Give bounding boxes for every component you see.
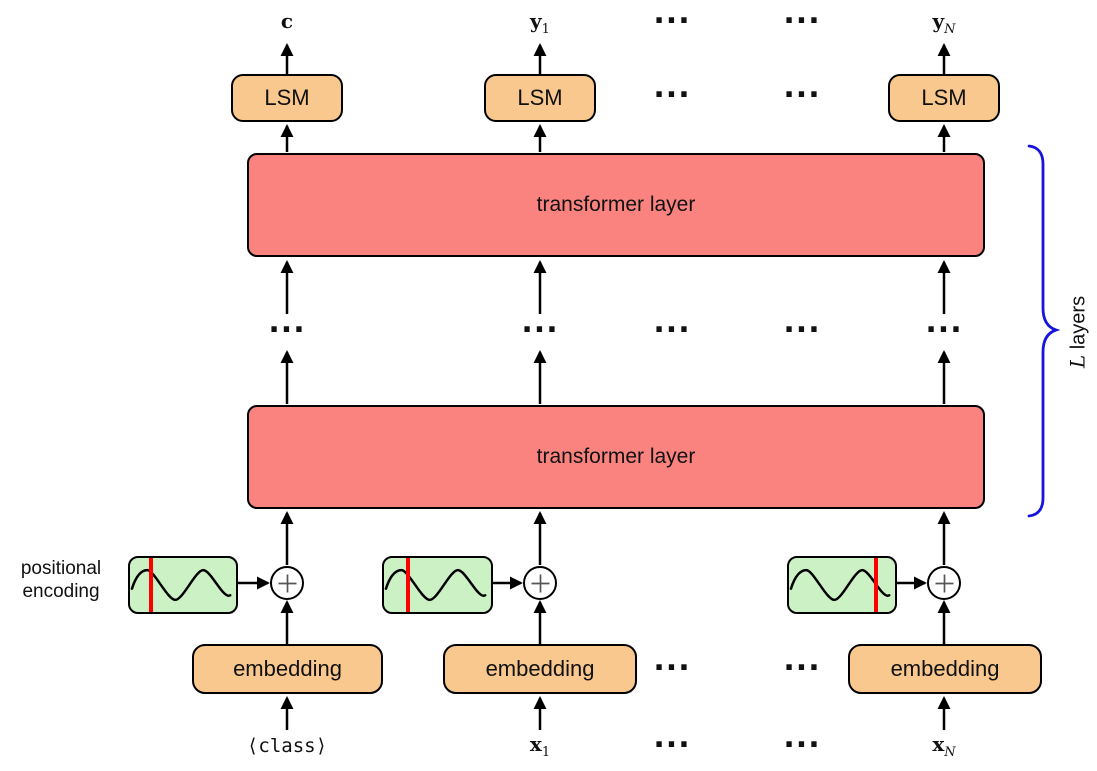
add-node-N	[927, 566, 961, 600]
lsm-box-1: LSM	[231, 74, 343, 122]
curly-brace-icon	[1027, 144, 1061, 518]
lsm-label: LSM	[264, 85, 310, 110]
ellipsis: ···	[268, 312, 306, 348]
embedding-label: embedding	[890, 656, 1000, 681]
input-label-xN: xN	[932, 732, 956, 760]
add-node-2	[523, 566, 557, 600]
embedding-box-1: embedding	[192, 644, 383, 694]
position-marker-icon	[874, 558, 878, 612]
input-label-class: ⟨class⟩	[246, 735, 328, 757]
ellipsis: ···	[783, 77, 821, 113]
position-marker-icon	[406, 558, 410, 612]
input-label-x1: x1	[529, 732, 551, 760]
transformer-layer-box-top: transformer layer	[247, 153, 985, 257]
sine-wave-icon	[384, 568, 487, 602]
sine-wave-icon	[130, 568, 232, 602]
positional-encoding-box-2	[382, 556, 493, 614]
output-label-y1: y1	[530, 9, 550, 37]
position-marker-icon	[149, 558, 153, 612]
sine-wave-icon	[789, 568, 891, 602]
plus-icon	[278, 574, 296, 592]
embedding-label: embedding	[233, 656, 342, 681]
positional-encoding-label: positional encoding	[20, 558, 102, 602]
embedding-label: embedding	[485, 656, 595, 681]
ellipsis: ···	[653, 3, 691, 39]
embedding-box-2: embedding	[443, 644, 637, 694]
plus-icon	[935, 574, 953, 592]
positional-encoding-box-N	[787, 556, 897, 614]
transformer-layer-box-bottom: transformer layer	[247, 405, 985, 509]
lsm-label: LSM	[517, 85, 563, 110]
output-label-c: c	[280, 9, 294, 33]
ellipsis: ···	[783, 312, 821, 348]
ellipsis: ···	[925, 312, 963, 348]
ellipsis: ···	[653, 650, 691, 686]
transformer-layer-label: transformer layer	[536, 193, 696, 216]
add-node-1	[270, 566, 304, 600]
ellipsis: ···	[521, 312, 559, 348]
output-label-yN: yN	[932, 9, 956, 37]
lsm-box-2: LSM	[484, 74, 596, 122]
ellipsis: ···	[653, 312, 691, 348]
ellipsis: ···	[783, 727, 821, 763]
transformer-layer-label: transformer layer	[536, 445, 696, 468]
ellipsis: ···	[783, 650, 821, 686]
plus-icon	[531, 574, 549, 592]
lsm-label: LSM	[921, 85, 967, 110]
column-arrows	[238, 43, 951, 730]
ellipsis: ···	[653, 727, 691, 763]
lsm-box-N: LSM	[888, 74, 1000, 122]
l-layers-label: L layers	[1065, 295, 1090, 369]
ellipsis: ···	[783, 3, 821, 39]
embedding-box-N: embedding	[848, 644, 1042, 694]
positional-encoding-box-1	[128, 556, 238, 614]
ellipsis: ···	[653, 77, 691, 113]
